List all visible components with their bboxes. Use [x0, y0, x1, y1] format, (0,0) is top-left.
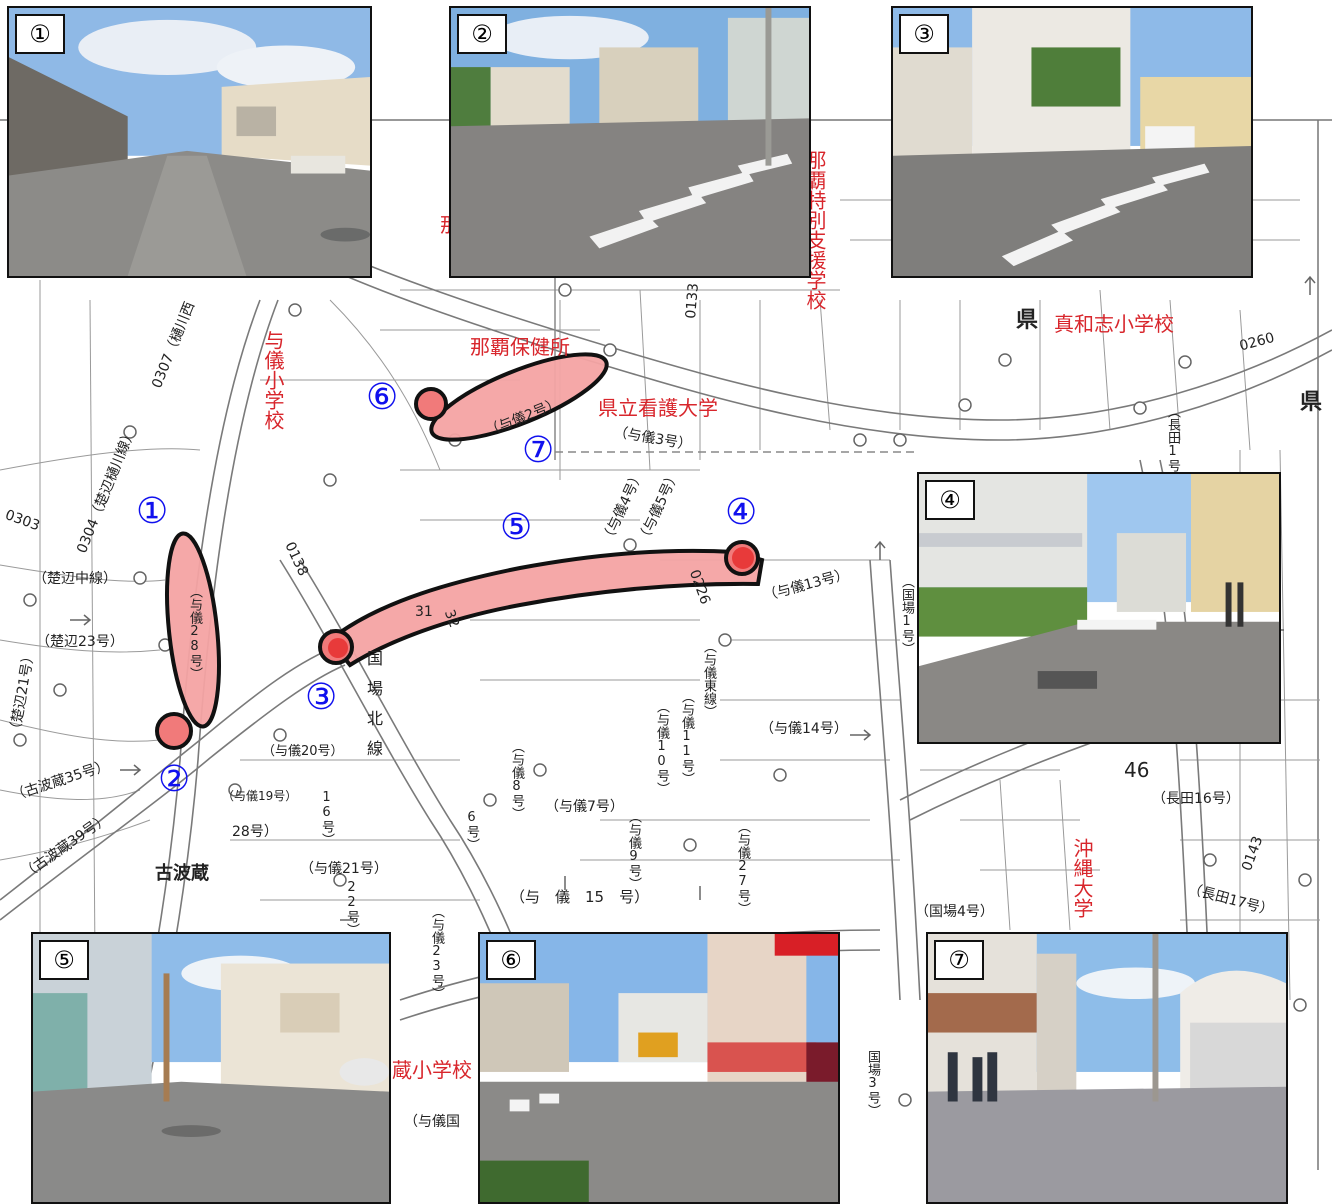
- label-ken-2: 県: [1300, 390, 1323, 415]
- marker-7[interactable]: ⑦: [522, 430, 555, 471]
- label-kohagura: 古波蔵: [155, 863, 209, 884]
- road-yogi23: （与儀23号）: [429, 905, 444, 1000]
- road-kokuba3: 国場3号）: [865, 1050, 880, 1117]
- road-yogi20: （与儀20号）: [262, 744, 344, 759]
- road-46: 46: [1124, 758, 1150, 782]
- photo-7-image: [928, 934, 1286, 1202]
- photo-3-tag: ③: [899, 14, 949, 54]
- road-yogi6: 6号）: [464, 810, 479, 851]
- road-0133: 0133: [683, 282, 703, 320]
- road-yogi16: 16号）: [319, 790, 334, 846]
- road-31: 31: [415, 604, 433, 620]
- marker-4[interactable]: ④: [725, 492, 758, 533]
- road-yogi28: （与儀28号）: [187, 585, 202, 680]
- label-kango-university: 県立看護大学: [598, 396, 718, 420]
- photo-2-tag: ②: [457, 14, 507, 54]
- photo-1[interactable]: ①: [7, 6, 372, 278]
- road-nagata16: （長田16号）: [1152, 791, 1240, 807]
- label-kohagura-school: 蔵小学校: [392, 1058, 472, 1082]
- photo-4[interactable]: ④: [917, 472, 1281, 744]
- marker-3[interactable]: ③: [305, 677, 338, 718]
- photo-2-image: [451, 8, 809, 276]
- marker-5[interactable]: ⑤: [500, 507, 533, 548]
- road-kokuba4: （国場4号）: [915, 904, 994, 920]
- photo-6-tag: ⑥: [486, 940, 536, 980]
- road-kokuba1: （国場1号）: [899, 575, 914, 655]
- marker-1[interactable]: ①: [136, 491, 169, 532]
- photo-4-image: [919, 474, 1279, 742]
- photo-7[interactable]: ⑦: [926, 932, 1288, 1204]
- label-mawashi-school: 真和志小学校: [1054, 312, 1174, 336]
- label-yogi-school: 与儀小学校: [261, 330, 285, 430]
- road-yogi-kokuba: （与儀国: [404, 1114, 460, 1130]
- road-nagata1: （長田1号）: [1165, 405, 1180, 485]
- photo-2[interactable]: ②: [449, 6, 811, 278]
- photo-6-image: [480, 934, 838, 1202]
- photo-3[interactable]: ③: [891, 6, 1253, 278]
- photo-1-tag: ①: [15, 14, 65, 54]
- road-yogi15: （与 儀 15 号）: [510, 888, 650, 906]
- road-yogi19: （与儀19号）: [222, 789, 298, 803]
- marker-6[interactable]: ⑥: [366, 377, 399, 418]
- photo-4-tag: ④: [925, 480, 975, 520]
- photo-5[interactable]: ⑤: [31, 932, 391, 1204]
- label-naha-health-center: 那覇保健所: [470, 335, 570, 359]
- road-28: 28号）: [232, 824, 278, 840]
- label-ken: 県: [1016, 308, 1039, 333]
- road-kokuba-kita: 国場北線: [364, 650, 383, 770]
- road-yogi-higashi: （与儀東線）: [701, 640, 716, 718]
- road-yogi7: （与儀7号）: [545, 799, 624, 815]
- road-yogi27: （与儀27号）: [735, 820, 750, 915]
- road-yogi14: （与儀14号）: [760, 721, 848, 737]
- road-yogi8: （与儀8号）: [509, 740, 524, 820]
- photo-5-tag: ⑤: [39, 940, 89, 980]
- road-yogi11: （与儀11号）: [679, 690, 694, 785]
- road-yogi9: （与儀9号）: [626, 810, 641, 890]
- marker-2[interactable]: ②: [158, 759, 191, 800]
- photo-7-tag: ⑦: [934, 940, 984, 980]
- label-okinawa-university: 沖縄大学: [1070, 838, 1094, 918]
- road-yogi10: （与儀10号）: [654, 700, 669, 795]
- road-yogi21: （与儀21号）: [300, 861, 388, 877]
- road-sobe-naka: （楚辺中線）: [33, 571, 117, 587]
- photo-3-image: [893, 8, 1251, 276]
- photo-1-image: [9, 8, 370, 276]
- road-sobe23: （楚辺23号）: [36, 634, 124, 650]
- photo-6[interactable]: ⑥: [478, 932, 840, 1204]
- road-22: 22号）: [344, 880, 359, 936]
